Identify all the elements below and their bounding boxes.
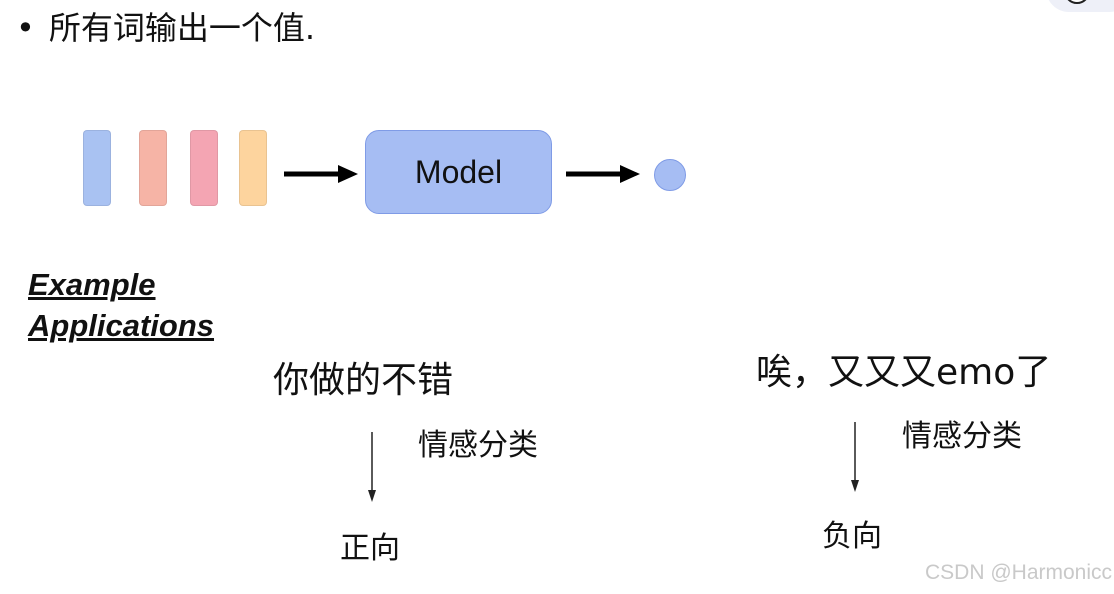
bullet-text: 所有词输出一个值.: [48, 9, 316, 47]
example-heading-line1: Example: [28, 267, 156, 302]
token-block: [139, 130, 167, 206]
bullet-point: • 所有词输出一个值.: [16, 8, 315, 48]
output-node: [654, 159, 686, 191]
arrow-right-icon: [566, 165, 640, 183]
task-label: 情感分类: [418, 428, 538, 463]
token-block: [83, 130, 111, 206]
arrow-down-icon: [368, 432, 376, 502]
arrow-right-icon: [284, 165, 358, 183]
arrow-down-icon: [851, 422, 859, 492]
example-heading-line2: Applications: [28, 308, 215, 343]
sentiment-result: 负向: [822, 519, 882, 554]
task-label: 情感分类: [902, 419, 1022, 454]
bullet-icon: •: [16, 9, 35, 47]
model-box: Model: [365, 130, 552, 214]
sentiment-result: 正向: [340, 531, 400, 566]
watermark: CSDN @Harmonicc: [925, 561, 1113, 584]
example-heading: Example Applications: [28, 264, 214, 346]
corner-button[interactable]: [1046, 0, 1114, 12]
example-sentence: 唉，又又又emo了: [756, 352, 1052, 393]
model-label: Model: [414, 153, 503, 190]
token-block: [190, 130, 218, 206]
circle-icon: [1064, 0, 1090, 4]
example-sentence: 你做的不错: [273, 360, 454, 401]
token-block: [239, 130, 267, 206]
